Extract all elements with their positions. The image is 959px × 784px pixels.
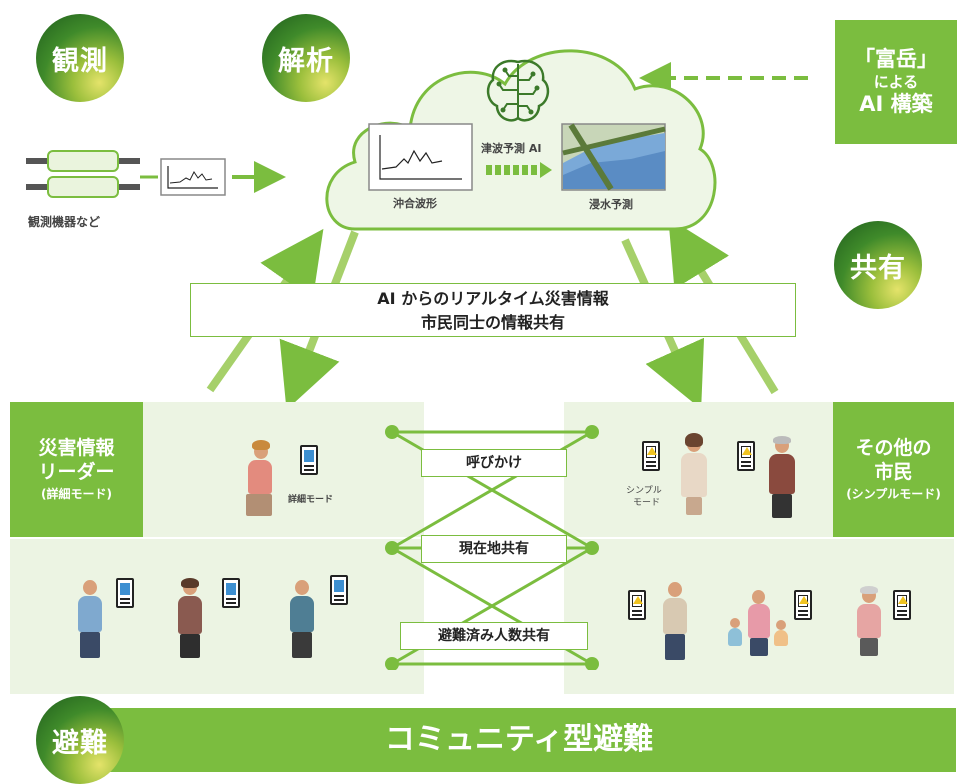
- citizen-person-1: [676, 433, 712, 517]
- phone-icon-detailed: [300, 445, 318, 475]
- device-label: 観測機器など: [28, 215, 101, 229]
- offshore-label: 沖合波形: [393, 197, 437, 210]
- panel-divider: [10, 537, 424, 539]
- inundation-label: 浸水予測: [589, 198, 633, 211]
- leader-person: [240, 440, 280, 524]
- ai-label: 津波予測 AI: [481, 142, 542, 155]
- brain-ai-icon: [485, 56, 551, 128]
- citizen-family: [728, 588, 792, 658]
- call-tag: 呼びかけ: [421, 449, 567, 477]
- progress-arrow-icon: [486, 162, 554, 178]
- panel-divider-right: [564, 537, 954, 539]
- citizen-line2: 市民: [874, 460, 913, 483]
- simple-mode-label-1: シンプル: [626, 486, 662, 496]
- phone-warning-icon-3: [628, 590, 646, 620]
- fugaku-box: 「富岳」 による AI 構築: [835, 20, 957, 144]
- phone-warning-icon-5: [893, 590, 911, 620]
- leader-box: 災害情報 リーダー (詳細モード): [10, 402, 143, 537]
- community-evacuation-bar: [82, 708, 956, 772]
- citizen-person-3: [658, 580, 692, 662]
- evacuated-count-tag: 避難済み人数共有: [400, 622, 588, 650]
- evacuate-circle: 避難: [36, 696, 124, 784]
- observe-circle: 観測: [36, 14, 124, 102]
- share-circle: 共有: [834, 221, 922, 309]
- offshore-waveform-chart: [368, 123, 473, 191]
- citizen-person-elderly: [852, 586, 886, 658]
- phone-icon-2: [116, 578, 134, 608]
- phone-icon-4: [330, 575, 348, 605]
- fugaku-line1: 「富岳」: [854, 47, 938, 72]
- observation-chart-icon: [160, 158, 226, 196]
- fugaku-line2: による: [873, 72, 919, 91]
- phone-warning-icon-1: [642, 441, 660, 471]
- info-line2: 市民同士の情報共有: [420, 313, 565, 332]
- leader-line2: リーダー: [38, 460, 115, 483]
- citizen-line3: (シンプルモード): [846, 487, 941, 502]
- location-share-tag: 現在地共有: [421, 535, 567, 563]
- inundation-map: [561, 123, 666, 191]
- citizen-person-2: [764, 436, 800, 520]
- citizen-line1: その他の: [855, 436, 932, 459]
- analyze-circle: 解析: [262, 14, 350, 102]
- simple-mode-label-2: モード: [633, 498, 661, 508]
- community-evacuation-label: コミュニティ型避難: [384, 722, 654, 757]
- phone-icon-3: [222, 578, 240, 608]
- leader-person-2: [72, 578, 108, 660]
- observation-devices-icon: [26, 150, 140, 206]
- leader-line3: (詳細モード): [41, 487, 112, 502]
- phone-warning-icon-4: [794, 590, 812, 620]
- phone-warning-icon-2: [737, 441, 755, 471]
- detailed-mode-label: 詳細モード: [288, 495, 334, 505]
- leader-line1: 災害情報: [38, 436, 115, 459]
- fugaku-line3: AI 構築: [859, 92, 933, 117]
- realtime-info-box: AI からのリアルタイム災害情報 市民同士の情報共有: [190, 283, 796, 337]
- citizen-box: その他の 市民 (シンプルモード): [833, 402, 954, 537]
- leader-person-3: [172, 578, 208, 660]
- leader-person-4: [284, 578, 320, 660]
- info-line1: AI からのリアルタイム災害情報: [377, 289, 609, 308]
